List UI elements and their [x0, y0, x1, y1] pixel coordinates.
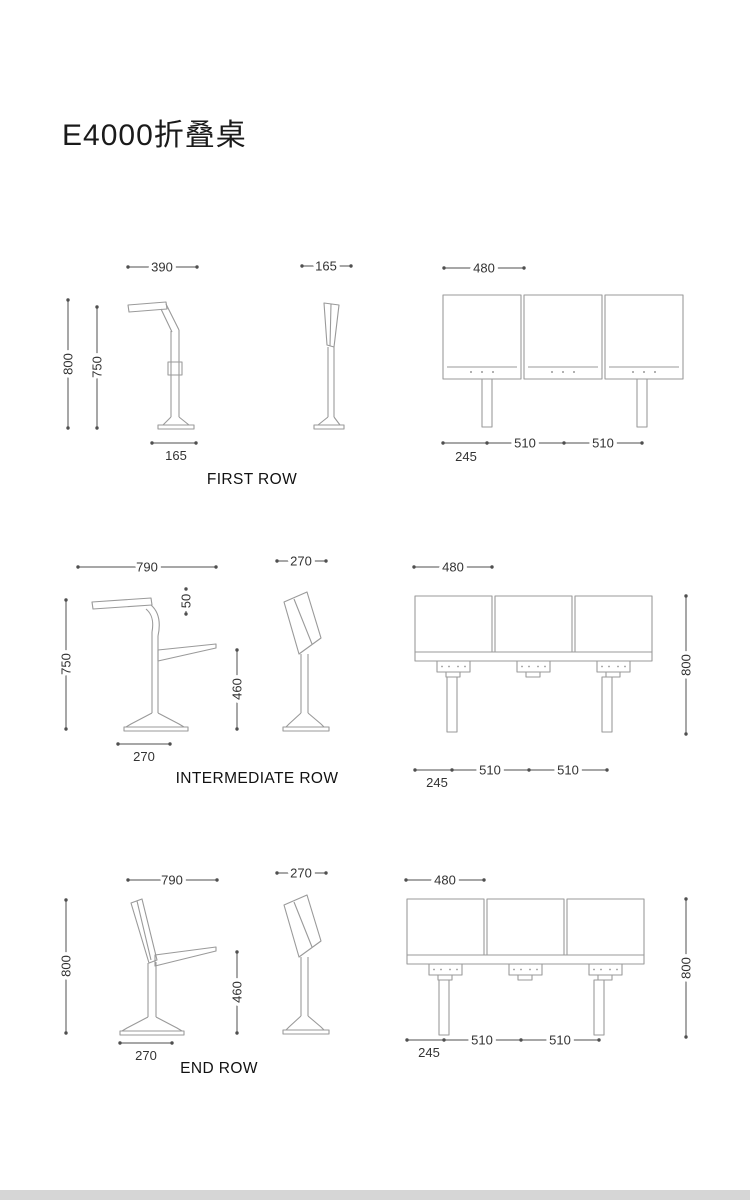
intermediate-row-label: INTERMEDIATE ROW [176, 770, 339, 787]
intermediate-panel-width-dim: 480 [442, 560, 464, 575]
first-row-dimensions: 390 165 480 800 750 165 245 [57, 255, 644, 464]
first-foot-depth-dim: 165 [165, 448, 187, 463]
end-pitch-2-dim: 510 [549, 1033, 571, 1048]
intermediate-profile-width-dim: 270 [290, 554, 312, 569]
end-side-width-dim: 790 [161, 873, 183, 888]
intermediate-pitch-1-dim: 510 [479, 763, 501, 778]
end-foot-depth-dim: 270 [135, 1048, 157, 1063]
screw-dots [470, 371, 656, 373]
bracket-dots [441, 665, 626, 668]
intermediate-foot-depth-dim: 270 [133, 749, 155, 764]
first-row-front-view [442, 294, 684, 428]
end-overall-height-left-dim: 800 [59, 955, 74, 977]
intermediate-end-offset-dim: 245 [426, 775, 448, 790]
first-panel-width-dim: 480 [473, 261, 495, 276]
intermediate-row-group: 790 270 480 50 750 460 270 [55, 550, 697, 790]
end-panel-width-dim: 480 [434, 873, 456, 888]
end-row-dimensions: 790 270 480 800 460 270 245 [55, 862, 697, 1063]
first-row-side-view [127, 301, 195, 430]
intermediate-side-width-dim: 790 [136, 560, 158, 575]
intermediate-folded-height-dim: 460 [230, 678, 245, 700]
end-end-offset-dim: 245 [418, 1045, 440, 1060]
first-desk-height-dim: 750 [90, 356, 105, 378]
end-profile-width-dim: 270 [290, 866, 312, 881]
intermediate-desk-height-dim: 750 [59, 653, 74, 675]
first-profile-width-dim: 165 [315, 259, 337, 274]
intermediate-row-dimensions: 790 270 480 50 750 460 270 [55, 550, 697, 790]
intermediate-pitch-2-dim: 510 [557, 763, 579, 778]
first-pitch-1-dim: 510 [514, 436, 536, 451]
end-row-profile-view [282, 894, 330, 1035]
intermediate-row-profile-view [282, 591, 330, 732]
end-overall-height-right-dim: 800 [679, 957, 694, 979]
intermediate-row-front-view [414, 595, 653, 733]
intermediate-overall-height-dim: 800 [679, 654, 694, 676]
end-row-label: END ROW [180, 1060, 258, 1077]
first-side-width-dim: 390 [151, 260, 173, 275]
first-overall-height-dim: 800 [61, 353, 76, 375]
bottom-divider [0, 1190, 750, 1200]
first-end-offset-dim: 245 [455, 449, 477, 464]
end-pitch-1-dim: 510 [471, 1033, 493, 1048]
first-row-group: 390 165 480 800 750 165 245 [57, 255, 684, 488]
end-row-side-view [119, 898, 217, 1036]
bracket-dots [433, 968, 618, 971]
first-row-label: FIRST ROW [207, 471, 297, 488]
end-row-front-view [406, 898, 645, 1036]
first-pitch-2-dim: 510 [592, 436, 614, 451]
first-row-profile-view [313, 302, 345, 430]
intermediate-row-side-view [91, 597, 217, 732]
page-title: E4000折叠桌 [62, 119, 247, 152]
end-row-group: 790 270 480 800 460 270 245 [55, 862, 697, 1077]
end-folded-height-dim: 460 [230, 981, 245, 1003]
intermediate-top-thickness-dim: 50 [179, 594, 194, 608]
